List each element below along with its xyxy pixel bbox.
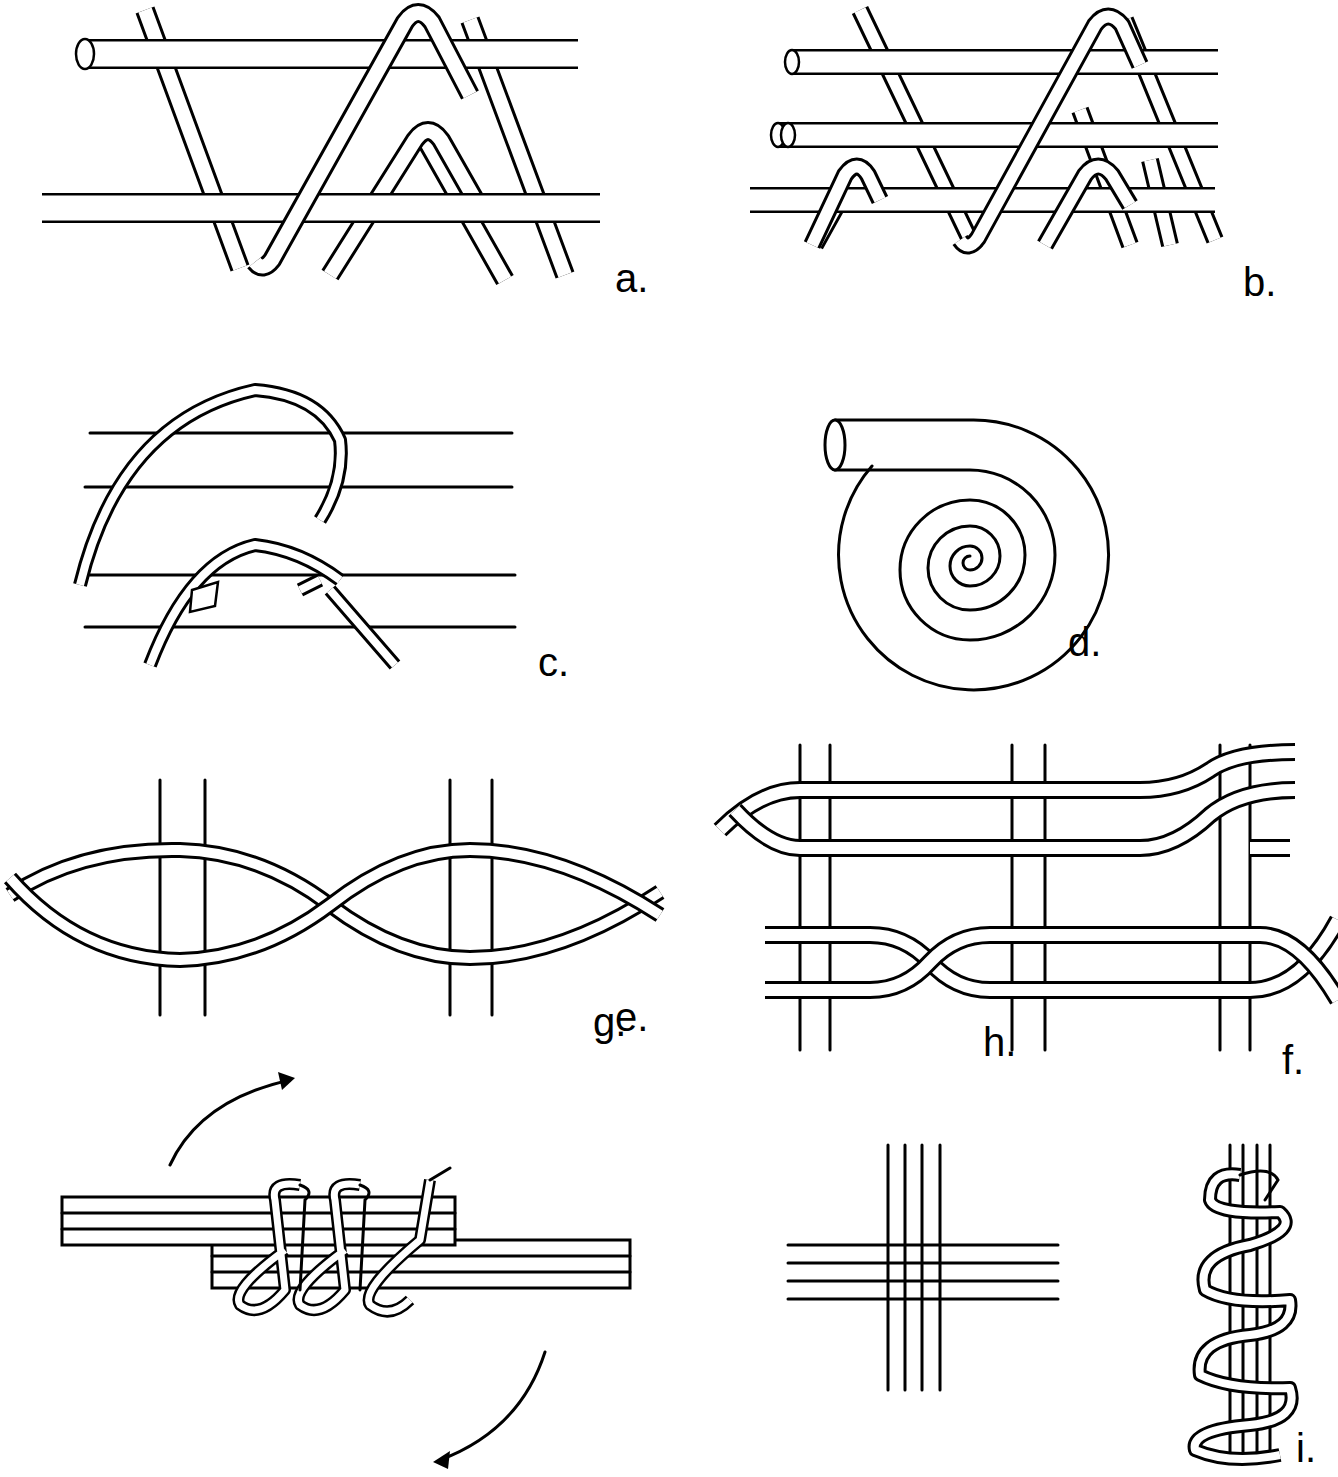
figure-letter: h. xyxy=(983,1022,1016,1062)
figure-c xyxy=(80,390,515,665)
figure-i xyxy=(1195,1145,1292,1460)
figure-letter: c. xyxy=(538,642,569,682)
figure-d xyxy=(825,420,1109,690)
figure-letter: a. xyxy=(615,258,648,298)
figure-f xyxy=(720,745,1338,1050)
figure-b xyxy=(750,10,1218,250)
figure-letter: g. xyxy=(593,1002,626,1042)
figure-a xyxy=(42,10,600,280)
figure-letter: b. xyxy=(1243,262,1276,302)
figure-g xyxy=(62,1072,630,1469)
figure-letter: d. xyxy=(1068,622,1101,662)
figure-e xyxy=(10,780,660,1015)
figure-letter: f. xyxy=(1282,1040,1304,1080)
figure-h xyxy=(788,1145,1058,1390)
figure-letter: i. xyxy=(1296,1428,1316,1468)
